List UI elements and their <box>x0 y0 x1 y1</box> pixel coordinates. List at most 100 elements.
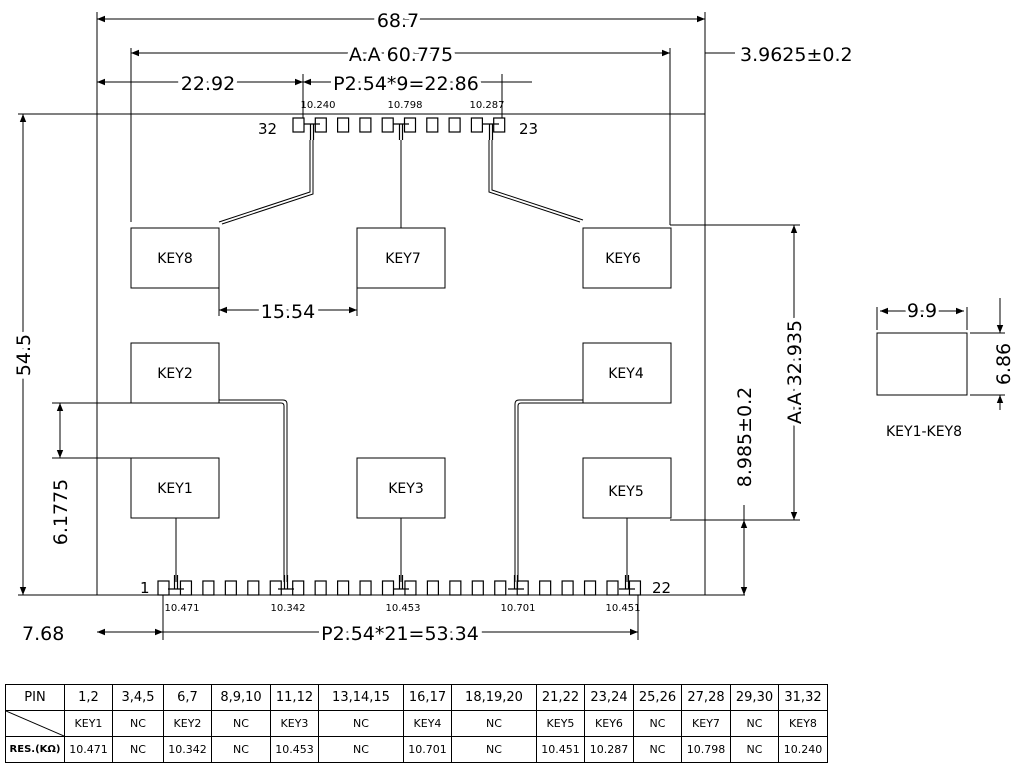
key5-label: KEY5 <box>608 484 644 500</box>
table-cell-res: 10.798 <box>681 736 731 763</box>
table-cell-res: 10.453 <box>270 736 319 763</box>
key1-box <box>130 457 220 519</box>
key-detail-box <box>876 332 968 396</box>
res-label-top-right: 10.287 <box>470 100 505 111</box>
pin-pad <box>426 117 439 133</box>
key8-label: KEY8 <box>157 251 193 267</box>
pin-pad <box>247 580 260 596</box>
key4-box <box>582 342 672 404</box>
table-cell-pin: 27,28 <box>681 684 731 711</box>
res-header: RES.(KΩ) <box>5 736 65 763</box>
table-cell-pin: 16,17 <box>403 684 452 711</box>
pin-pad <box>403 117 417 133</box>
table-cell-res: 10.451 <box>536 736 585 763</box>
dim-bottom-pitch: P2.54*21=53.34 <box>321 623 479 645</box>
table-cell-pin: 13,14,15 <box>318 684 404 711</box>
table-cell-res: NC <box>451 736 537 763</box>
pin-pad <box>359 117 372 133</box>
table-cell-key: NC <box>211 710 271 737</box>
dim-key-gap: 15.54 <box>261 301 315 323</box>
trace-key8 <box>218 140 311 223</box>
key3-label: KEY3 <box>388 481 424 497</box>
pin-pad <box>179 580 193 596</box>
pad-joint <box>393 123 409 140</box>
pin-pad <box>337 580 350 596</box>
diagonal-cell <box>5 710 65 737</box>
pin-pad <box>449 580 462 596</box>
res-label-bot1: 10.471 <box>165 603 200 614</box>
table-cell-pin: 21,22 <box>536 684 585 711</box>
table-cell-pin: 25,26 <box>633 684 682 711</box>
key4-label: KEY4 <box>608 366 644 382</box>
table-cell-pin: 29,30 <box>730 684 779 711</box>
table-cell-res: NC <box>318 736 404 763</box>
res-label-bot4: 10.701 <box>501 603 536 614</box>
pin-pad <box>583 580 597 596</box>
pin-pad <box>202 580 215 596</box>
trace-key4 <box>514 399 583 582</box>
pin-pad <box>539 580 552 596</box>
pin-label-1: 1 <box>140 579 150 597</box>
table-cell-key: KEY3 <box>270 710 319 737</box>
key6-box <box>582 227 672 289</box>
pad-joint <box>393 575 409 590</box>
res-label-top-left: 10.240 <box>301 100 336 111</box>
table-cell-key: NC <box>451 710 537 737</box>
table-cell-res: NC <box>112 736 164 763</box>
pad-joint <box>508 575 524 590</box>
table-cell-key: KEY6 <box>584 710 634 737</box>
pad-joint <box>619 575 635 590</box>
pad-joint <box>168 575 184 590</box>
pin-pad <box>292 117 305 133</box>
pin-pad <box>269 580 282 596</box>
pin-header: PIN <box>5 684 65 711</box>
table-cell-res: 10.701 <box>403 736 452 763</box>
key1-label: KEY1 <box>157 481 193 497</box>
pin-pad <box>606 580 619 596</box>
key8-box <box>130 227 220 289</box>
table-cell-res: NC <box>633 736 682 763</box>
dim-aa-height: A.A 32.935 <box>784 320 806 424</box>
table-cell-key: NC <box>112 710 164 737</box>
pin-pad <box>224 580 237 596</box>
table-cell-pin: 1,2 <box>64 684 113 711</box>
table-cell-pin: 8,9,10 <box>211 684 271 711</box>
key-detail-height: 6.86 <box>993 343 1015 385</box>
table-cell-pin: 18,19,20 <box>451 684 537 711</box>
table-cell-key: NC <box>730 710 779 737</box>
dim-overall-width: 68.7 <box>377 10 419 32</box>
table-cell-res: NC <box>211 736 271 763</box>
table-cell-pin: 31,32 <box>778 684 828 711</box>
key7-label: KEY7 <box>385 251 421 267</box>
pin-pad <box>426 580 439 596</box>
res-label-top-mid: 10.798 <box>388 100 423 111</box>
pin-pad <box>404 580 417 596</box>
pin-pad <box>314 117 327 133</box>
table-cell-key: KEY4 <box>403 710 452 737</box>
res-label-bot3: 10.453 <box>386 603 421 614</box>
dim-height: 54.5 <box>13 334 35 376</box>
dim-left-key-offset: 6.1775 <box>50 479 72 545</box>
keypad-drawing: 68.7 A.A 60.775 3.9625±0.2 22.92 P2.54*9… <box>13 10 1015 645</box>
pin-pad <box>561 580 574 596</box>
pin-pad <box>493 117 506 133</box>
table-cell-key: NC <box>633 710 682 737</box>
pin-pad <box>494 580 507 596</box>
table-cell-res: 10.240 <box>778 736 828 763</box>
pin-pad <box>516 580 529 596</box>
pin-pad <box>359 580 372 596</box>
trace-key2 <box>219 399 288 582</box>
bottom-pin-row <box>157 575 642 596</box>
table-cell-key: KEY7 <box>681 710 731 737</box>
table-cell-key: KEY5 <box>536 710 585 737</box>
pin-pad <box>470 117 483 133</box>
pin-pad <box>337 117 350 133</box>
key6-label: KEY6 <box>605 251 641 267</box>
table-cell-res: 10.342 <box>163 736 212 763</box>
table-cell-res: 10.471 <box>64 736 113 763</box>
table-cell-key: NC <box>318 710 404 737</box>
pin-pad <box>381 117 394 133</box>
